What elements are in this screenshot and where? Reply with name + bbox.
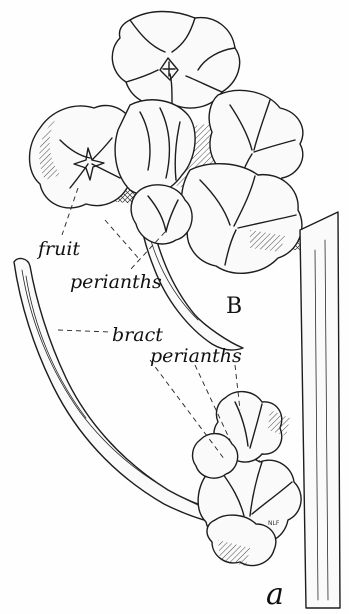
stem-a [300, 212, 340, 608]
label-perianths-top: perianths [70, 271, 162, 293]
label-fruit: fruit [36, 238, 80, 260]
figure-a: NLF [14, 212, 340, 608]
label-bract: bract [112, 324, 163, 346]
label-figure-a: a [266, 577, 284, 612]
flower-cluster-b [30, 12, 303, 351]
label-figure-b: B [226, 294, 242, 319]
artist-initials: NLF [268, 520, 280, 527]
label-perianths-bottom: perianths [150, 345, 242, 367]
